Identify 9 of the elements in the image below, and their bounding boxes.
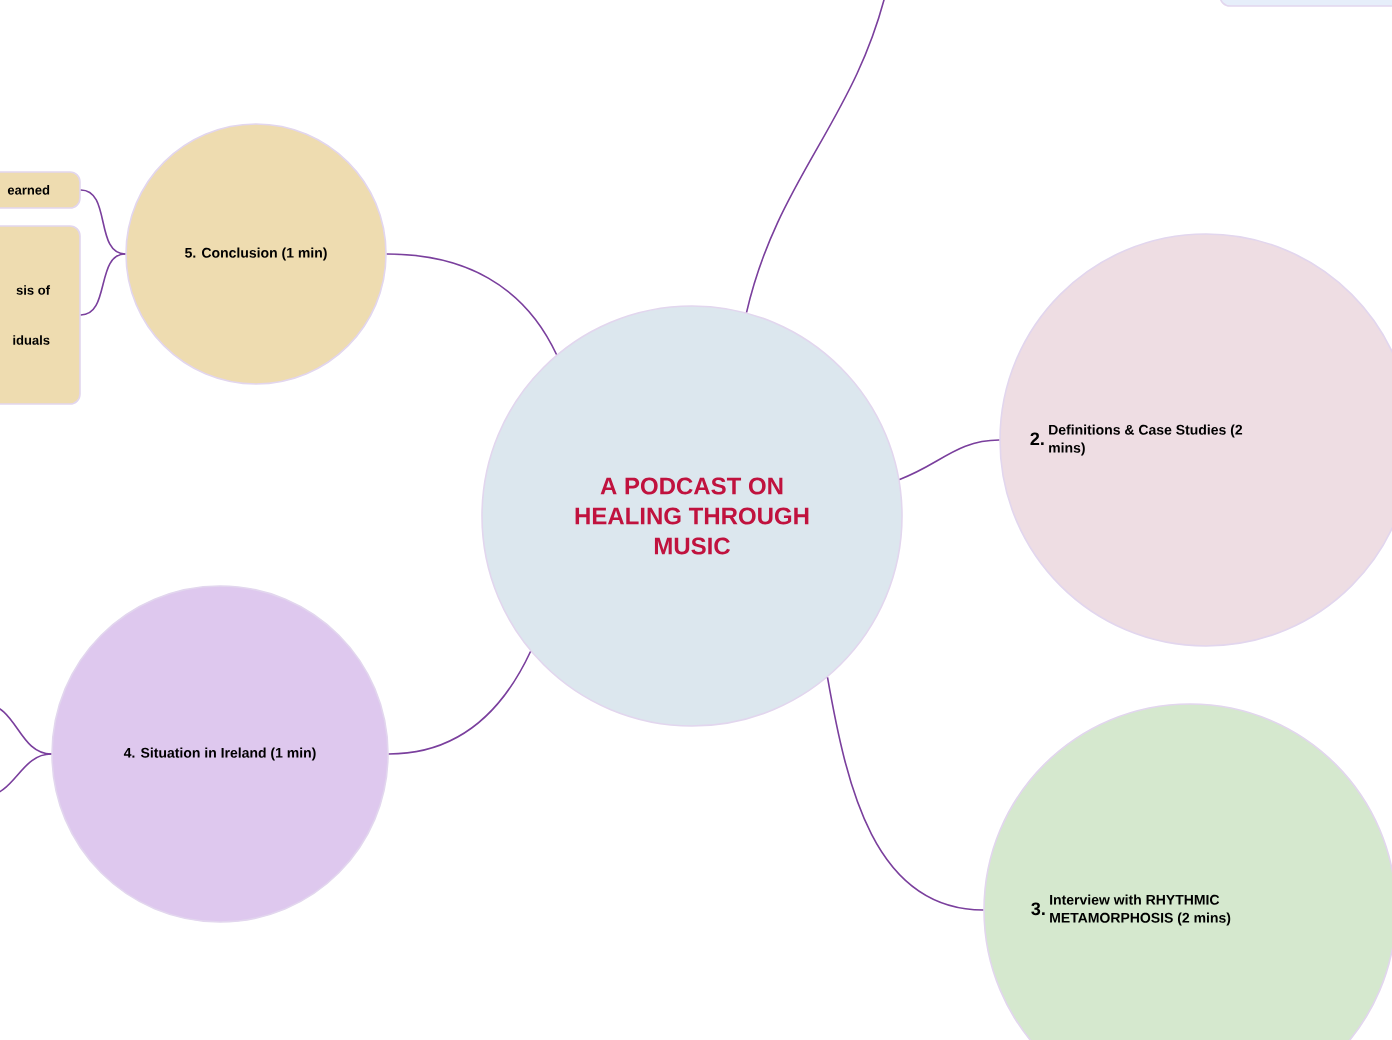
- branch-line: [386, 253, 558, 356]
- branch-line: [80, 253, 126, 316]
- branch-line: [826, 676, 984, 911]
- branch-line: [745, 0, 889, 314]
- branch-line: [898, 439, 1000, 481]
- branch-line: [80, 189, 126, 255]
- branch-line: [0, 703, 52, 755]
- branch-line: [0, 753, 52, 797]
- branch-line: [388, 650, 532, 755]
